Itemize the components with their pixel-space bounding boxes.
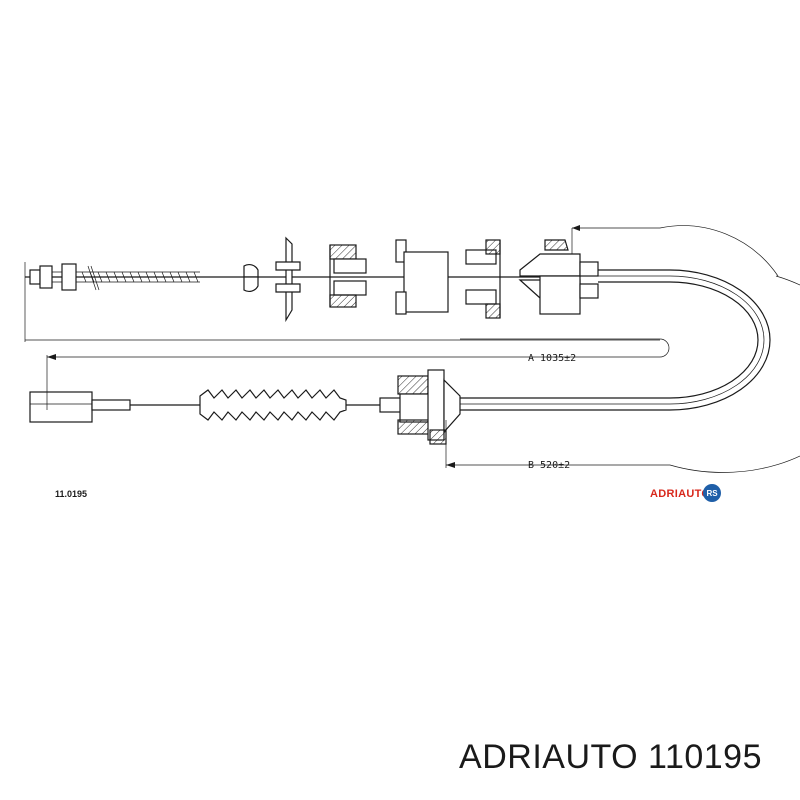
logo-wordmark: ADRIAUTO — [650, 488, 710, 500]
dimension-a-label: A 1035±2 — [528, 353, 576, 364]
product-title: ADRIAUTO 110195 — [459, 738, 762, 776]
overall-length-extension — [24, 225, 779, 342]
threaded-end-fitting — [29, 263, 200, 291]
logo-badge-icon — [703, 484, 721, 502]
part-number-label: 11.0195 — [55, 489, 87, 499]
lower-cable-assembly — [29, 369, 670, 445]
dimension-b-label: B 520±2 — [528, 460, 570, 471]
logo-badge-text: RS — [706, 489, 718, 498]
lower-mounting-fitting — [379, 369, 461, 445]
adriauto-logo: ADRIAUTO RS — [650, 484, 721, 502]
washer-bracket — [275, 236, 301, 323]
upper-cable-assembly — [25, 236, 670, 323]
dome-clip-bottom — [243, 276, 259, 292]
grommet-2 — [465, 239, 501, 319]
end-eye-fitting — [29, 391, 131, 423]
cable-u-bend — [669, 269, 771, 411]
grommet-1 — [329, 244, 367, 308]
dome-clip-top — [243, 264, 259, 278]
dimension-b: B 520±2 — [445, 275, 800, 473]
bushing — [395, 239, 449, 315]
adjuster-ferrule — [518, 239, 599, 315]
corrugated-boot — [199, 389, 347, 421]
dimension-a: A 1035±2 — [46, 338, 670, 410]
